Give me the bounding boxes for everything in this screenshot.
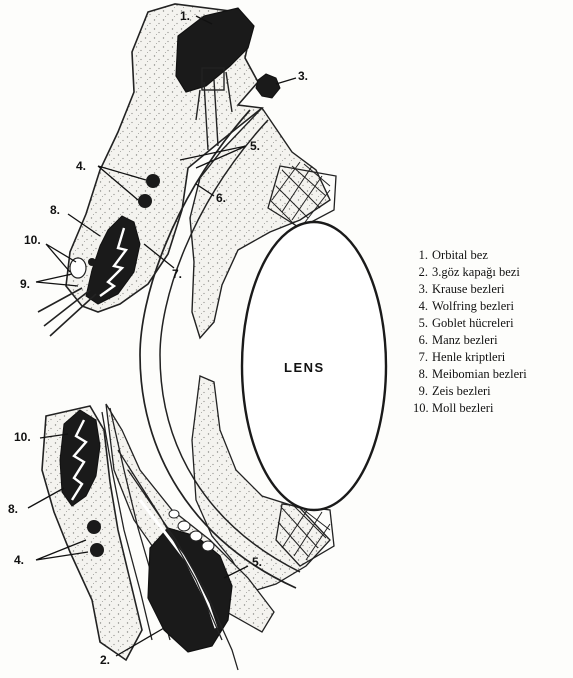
legend-item: 8.Meibomian bezleri <box>413 366 527 383</box>
callout-3: 3. <box>298 69 308 83</box>
zeis-gland-upper <box>70 258 86 278</box>
moll-gland-upper <box>88 258 96 266</box>
krause-gland <box>256 74 280 98</box>
wolfring-gland-lower-1 <box>87 520 101 534</box>
legend-item: 5.Goblet hücreleri <box>413 315 527 332</box>
lens-label: LENS <box>284 360 325 375</box>
callout-10-lower: 10. <box>14 430 31 444</box>
legend-item: 2.3.göz kapağı bezi <box>413 264 527 281</box>
callout-7: 7. <box>172 267 182 281</box>
callout-5-upper: 5. <box>250 139 260 153</box>
legend-item: 7.Henle kriptleri <box>413 349 527 366</box>
callout-4-upper: 4. <box>76 159 86 173</box>
wolfring-gland-lower-2 <box>90 543 104 557</box>
legend-item: 6.Manz bezleri <box>413 332 527 349</box>
legend-item: 9.Zeis bezleri <box>413 383 527 400</box>
callout-9: 9. <box>20 277 30 291</box>
gland-legend: 1.Orbital bez 2.3.göz kapağı bezi 3.Krau… <box>413 247 527 417</box>
callout-4-lower: 4. <box>14 553 24 567</box>
callout-8-lower: 8. <box>8 502 18 516</box>
callout-1: 1. <box>180 9 190 23</box>
moll-gland-lower <box>66 428 74 436</box>
callout-8-upper: 8. <box>50 203 60 217</box>
callout-10-upper: 10. <box>24 233 41 247</box>
callout-6: 6. <box>216 191 226 205</box>
legend-item: 4.Wolfring bezleri <box>413 298 527 315</box>
wolfring-gland-upper-2 <box>138 194 152 208</box>
callout-2: 2. <box>100 653 110 667</box>
legend-item: 10.Moll bezleri <box>413 400 527 417</box>
legend-item: 1.Orbital bez <box>413 247 527 264</box>
legend-item: 3.Krause bezleri <box>413 281 527 298</box>
wolfring-gland-upper-1 <box>146 174 160 188</box>
callout-5-lower: 5. <box>252 555 262 569</box>
